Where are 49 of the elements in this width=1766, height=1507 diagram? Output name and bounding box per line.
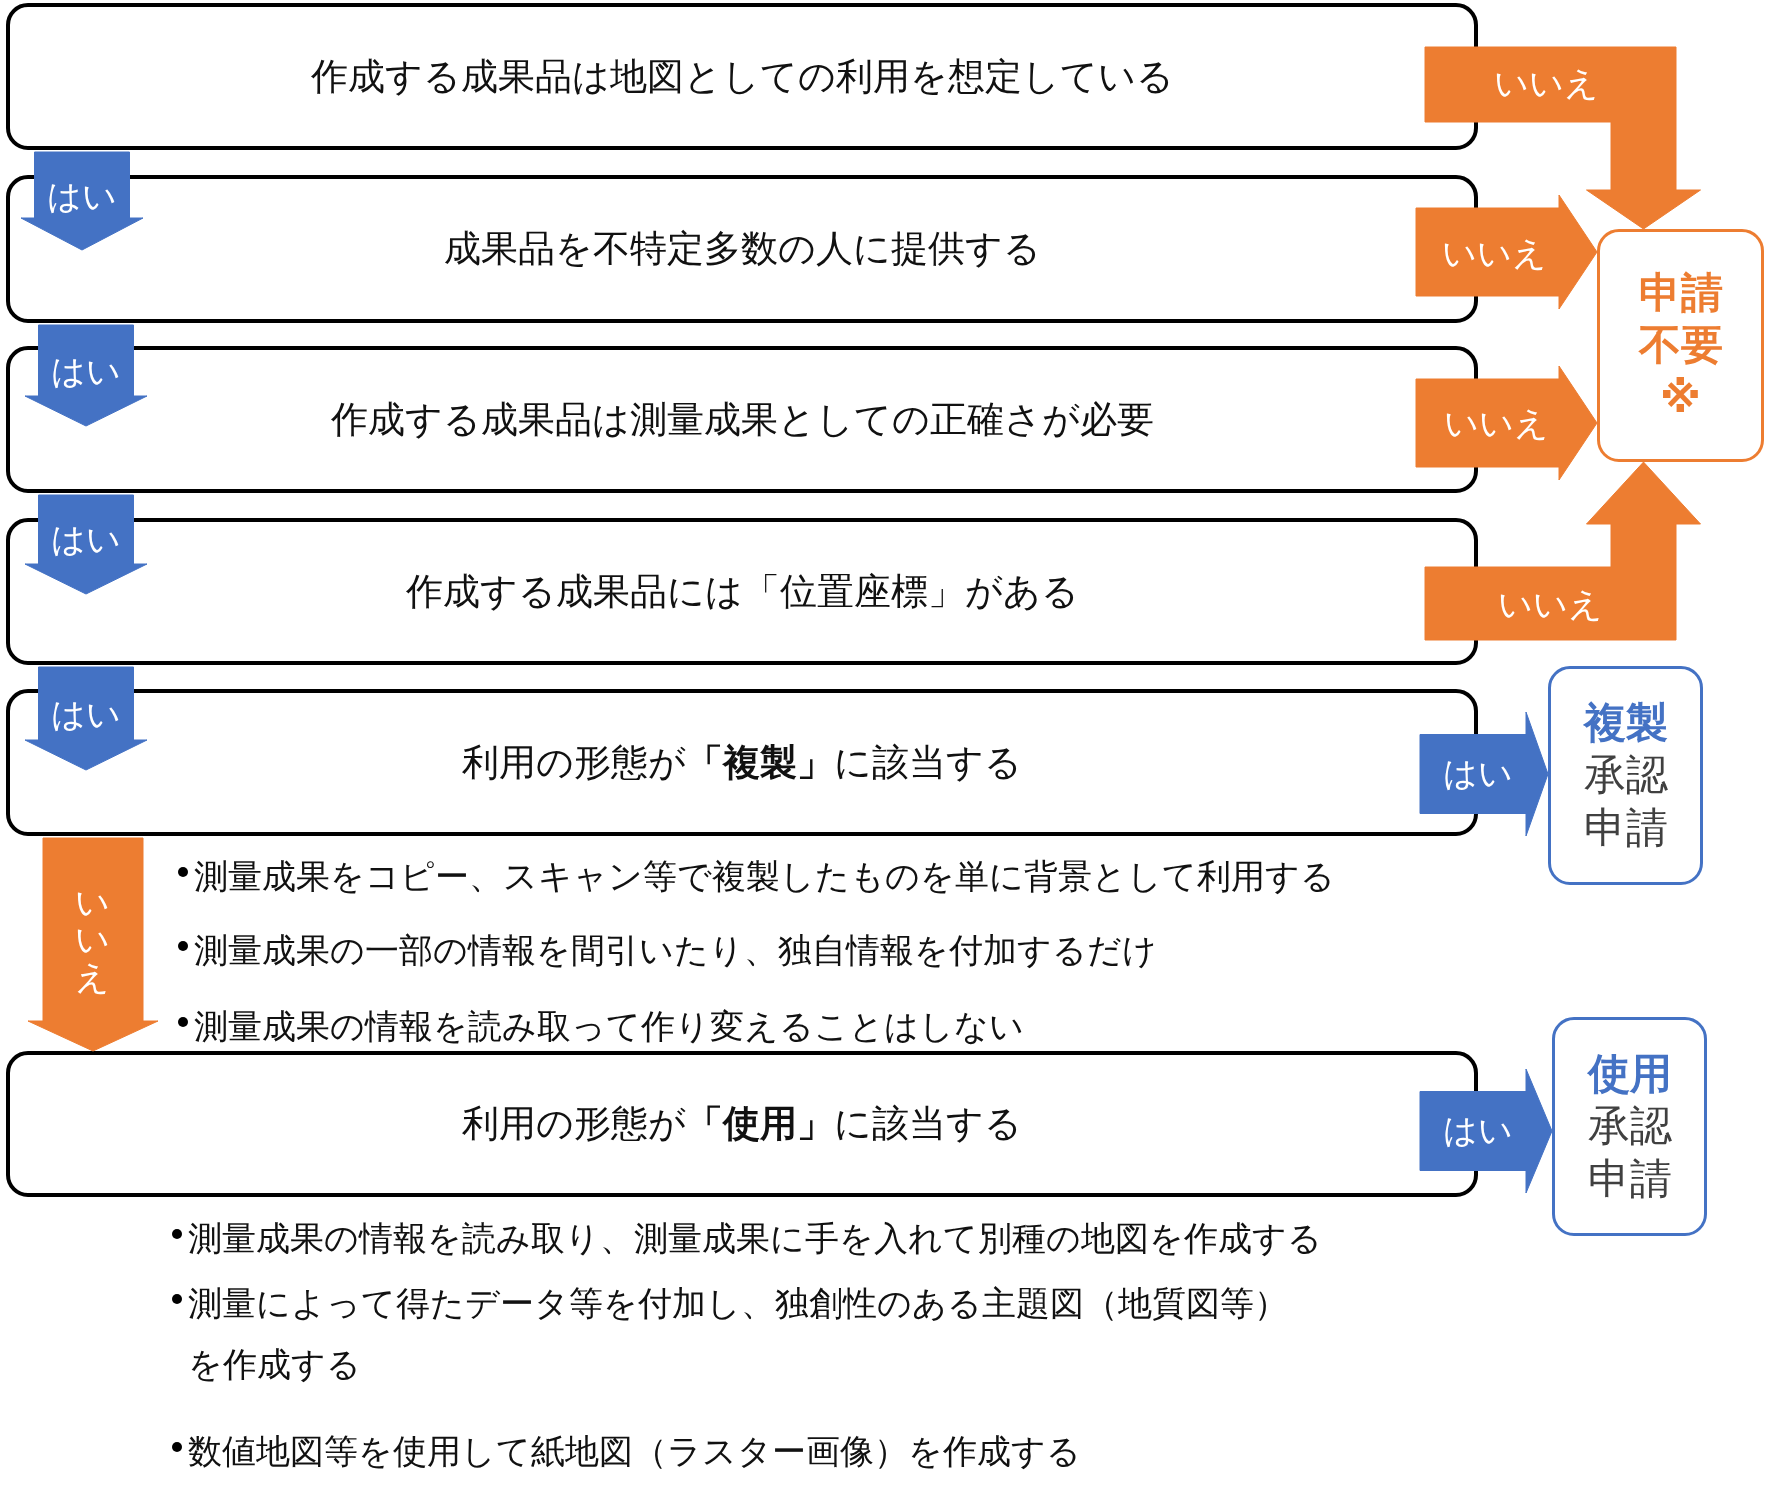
result-box <box>1597 229 1764 462</box>
block-arrow <box>27 837 159 1052</box>
block-arrow <box>1415 365 1598 481</box>
edge-label: はい <box>51 521 121 559</box>
result-text: 申請不要 <box>1638 266 1723 372</box>
process-box <box>6 689 1478 836</box>
result-box <box>1552 1017 1707 1236</box>
result-box <box>1548 666 1703 885</box>
block-arrow <box>24 324 148 427</box>
process-box <box>6 175 1478 323</box>
bullet-text: 測量成果をコピー、スキャン等で複製したものを単に背景として利用する <box>194 855 1336 898</box>
process-box <box>6 518 1478 665</box>
block-arrow <box>1415 194 1598 310</box>
block-arrow <box>1419 711 1549 837</box>
process-box <box>6 1051 1478 1197</box>
box-text: 作成する成果品には「位置座標」がある <box>405 568 1079 615</box>
block-arrow <box>1424 46 1701 230</box>
bullet-text: 測量成果の情報を読み取り、測量成果に手を入れて別種の地図を作成する <box>188 1217 1323 1260</box>
edge-label: いいえ <box>1497 586 1603 624</box>
box-text: 利用の形態が「使用」に該当する <box>462 1101 1022 1148</box>
bullet-text: 測量成果の一部の情報を間引いたり、独自情報を付加するだけ <box>194 929 1158 972</box>
box-text: 利用の形態が「複製」に該当する <box>462 739 1022 786</box>
result-text: 承認申請 <box>1583 749 1668 854</box>
edge-label: いいえ <box>1443 405 1549 443</box>
process-box <box>6 3 1478 150</box>
result-text: 承認申請 <box>1587 1100 1672 1205</box>
edge-label: はい <box>51 353 121 391</box>
result-text: ※ <box>1660 371 1701 424</box>
edge-label: はい <box>47 178 117 216</box>
edge-label: いいえ <box>74 883 112 997</box>
edge-label: いいえ <box>1493 65 1599 103</box>
edge-label: いいえ <box>1441 235 1547 273</box>
result-text: 複製 <box>1583 696 1668 749</box>
box-text: 成果品を不特定多数の人に提供する <box>443 226 1041 273</box>
block-arrow <box>1419 1068 1553 1194</box>
bullet-text: 測量によって得たデータ等を付加し、独創性のある主題図（地質図等）を作成する <box>188 1282 1289 1386</box>
bullet-text: 数値地図等を使用して紙地図（ラスター画像）を作成する <box>188 1430 1082 1473</box>
box-text: 作成する成果品は測量成果としての正確さが必要 <box>330 396 1154 443</box>
block-arrow <box>1424 461 1701 641</box>
block-arrow <box>24 666 148 771</box>
bullet-text: 測量成果の情報を読み取って作り変えることはしない <box>194 1005 1025 1048</box>
result-text: 使用 <box>1587 1047 1672 1100</box>
process-box <box>6 346 1478 493</box>
block-arrow <box>20 151 144 251</box>
edge-label: はい <box>1443 755 1513 793</box>
edge-label: はい <box>1443 1112 1513 1150</box>
block-arrow <box>24 494 148 595</box>
edge-label: はい <box>51 696 121 734</box>
box-text: 作成する成果品は地図としての利用を想定している <box>310 53 1174 100</box>
